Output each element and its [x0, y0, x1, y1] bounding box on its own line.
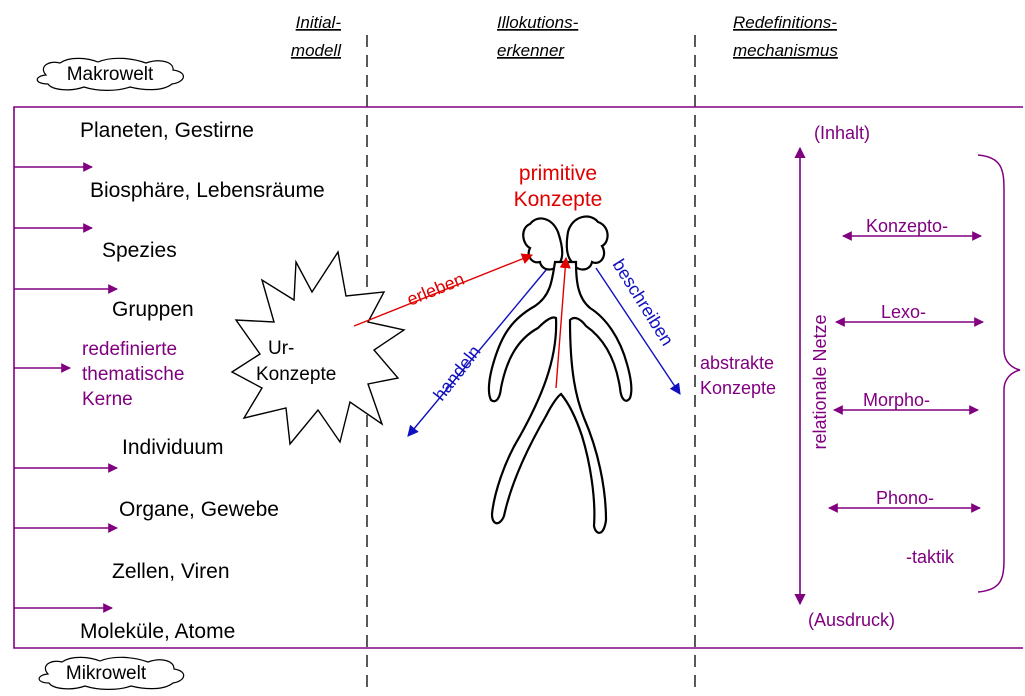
column-header-initialmodell: Initial- modell: [291, 13, 342, 60]
urkonzepte-line1: Ur-: [268, 338, 294, 359]
level-arrows: [14, 167, 117, 608]
label-makrowelt: Makrowelt: [67, 64, 154, 85]
level-label: Moleküle, Atome: [80, 620, 235, 643]
header-redef-line1: Redefinitions-: [733, 13, 837, 32]
primitive-line2: Konzepte: [514, 188, 603, 211]
taktik-label: -taktik: [906, 547, 955, 567]
relationale-netze-label: relationale Netze: [810, 314, 830, 449]
ausdruck-label: (Ausdruck): [808, 610, 895, 630]
abstract-line1: abstrakte: [700, 353, 774, 373]
urkonzepte-line2: Konzepte: [256, 364, 336, 385]
tactic-labels: Konzepto- Lexo- Morpho- Phono- -taktik: [863, 216, 955, 567]
cloud-mikrowelt: Mikrowelt: [39, 657, 184, 689]
morpho-label: Morpho-: [863, 390, 930, 410]
header-illok-line2: erkenner: [497, 41, 565, 60]
level-label: Spezies: [102, 239, 177, 262]
konzepto-label: Konzepto-: [866, 216, 948, 236]
header-initial-line2: modell: [291, 41, 342, 60]
label-mikrowelt: Mikrowelt: [66, 663, 147, 684]
abstract-line2: Konzepte: [700, 378, 776, 398]
level-label: Gruppen: [112, 298, 194, 321]
cloud-makrowelt: Makrowelt: [37, 58, 183, 90]
level-label: Planeten, Gestirne: [80, 119, 254, 142]
thematic-line2: thematische: [82, 364, 184, 385]
handeln-label: handeln: [429, 342, 484, 405]
level-label: Individuum: [122, 436, 224, 459]
primitive-concepts: primitive Konzepte: [514, 162, 603, 211]
thematic-kernels: redefinierte thematische Kerne: [82, 339, 184, 410]
header-redef-line2: mechanismus: [733, 41, 838, 60]
thematic-line1: redefinierte: [82, 339, 177, 360]
inhalt-label: (Inhalt): [814, 123, 870, 143]
urkonzepte-starburst: Ur- Konzepte: [232, 252, 404, 444]
abstract-concepts: abstrakte Konzepte: [700, 353, 776, 398]
header-illok-line1: Illokutions-: [497, 13, 579, 32]
phono-label: Phono-: [876, 488, 934, 508]
header-initial-line1: Initial-: [296, 13, 342, 32]
tactic-brace: [978, 155, 1020, 592]
thematic-line3: Kerne: [82, 389, 133, 410]
lexo-label: Lexo-: [881, 302, 926, 322]
level-label: Biosphäre, Lebensräume: [90, 179, 325, 202]
primitive-line1: primitive: [519, 162, 597, 185]
column-header-redefinitionsmechanismus: Redefinitions- mechanismus: [733, 13, 838, 60]
level-label: Zellen, Viren: [112, 560, 230, 583]
tactic-arrows: [829, 236, 983, 508]
erleben-label: erleben: [404, 269, 467, 310]
column-header-illokutionserkenner: Illokutions- erkenner: [497, 13, 579, 60]
level-label: Organe, Gewebe: [119, 498, 279, 521]
